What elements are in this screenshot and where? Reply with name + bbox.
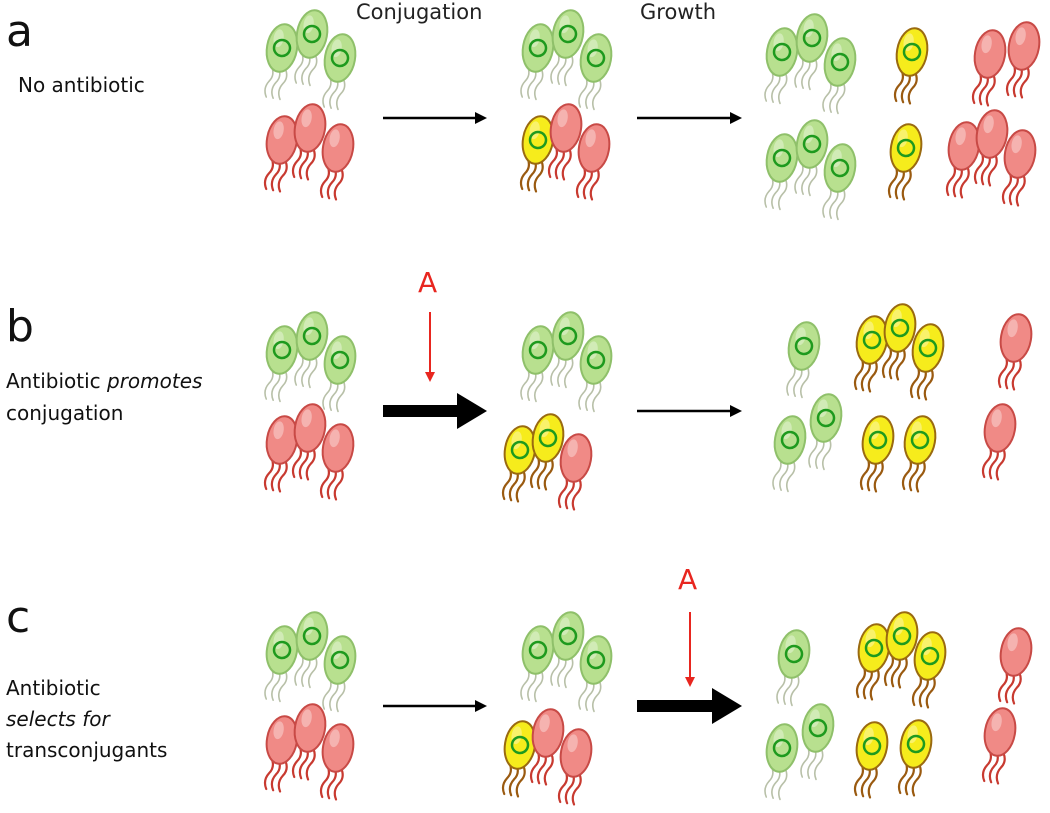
a-end-recip2	[1005, 21, 1041, 99]
a-end-donor1-2	[822, 37, 857, 115]
arrow-c-conjugation	[383, 700, 487, 712]
panel-letter-a: a	[6, 6, 33, 57]
c-end-trans1-2	[911, 631, 947, 709]
b-start-donor-1	[294, 311, 329, 389]
a-end-donor2-0	[764, 133, 799, 211]
b-end-donor2	[772, 415, 807, 493]
a-start-donor-1	[294, 9, 329, 87]
b-end-recip1	[997, 313, 1033, 391]
cell-layer	[263, 9, 1041, 806]
antibiotic-arrow-c	[685, 612, 695, 687]
arrow-a-growth	[637, 112, 742, 124]
arrow-c-growth	[637, 688, 742, 724]
b-mid-mix-2	[557, 433, 593, 511]
c-start-recipient-1	[291, 703, 327, 781]
b-mid-donor-0	[520, 325, 555, 403]
arrow-b-growth	[637, 405, 742, 417]
c-end-trans2	[853, 721, 889, 799]
b-start-donor-0	[264, 325, 299, 403]
a-mid-donor-1	[550, 9, 585, 87]
b-start-donor-2	[322, 335, 357, 413]
c-end-recip1	[997, 627, 1033, 705]
panel-b-desc-italic: promotes	[106, 369, 202, 393]
c-end-recip2	[981, 707, 1017, 785]
panel-a-desc-line: No antibiotic	[18, 73, 145, 97]
arrow-b-conjugation	[383, 393, 487, 429]
b-mid-mix-0	[501, 425, 537, 503]
panel-c-desc-line3: transconjugants	[6, 738, 167, 762]
c-mid-donor-1	[550, 611, 585, 689]
panel-c-desc-line1: Antibiotic	[6, 676, 101, 700]
a-mid-recipient-2	[575, 123, 611, 201]
arrow-a-conjugation	[383, 112, 487, 124]
c-start-donor-1	[294, 611, 329, 689]
a-start-recipient-1	[291, 103, 327, 181]
b-start-recipient-2	[319, 423, 355, 501]
b-end-trans1-1	[881, 303, 917, 381]
b-start-recipient-1	[291, 403, 327, 481]
a-mid-donor-2	[578, 33, 613, 111]
b-end-trans2	[859, 415, 895, 493]
a-end-trans2	[887, 123, 923, 201]
a-start-donor-2	[322, 33, 357, 111]
panel-letter-c: c	[6, 592, 30, 643]
panel-c-desc-italic: selects for	[6, 707, 111, 731]
b-mid-donor-1	[550, 311, 585, 389]
b-end-recip2	[981, 403, 1017, 481]
growth-label: Growth	[640, 0, 716, 24]
b-end-trans1-2	[909, 323, 945, 401]
c-mid-mix-2	[557, 728, 593, 806]
a-mid-donor-0	[520, 23, 555, 101]
c-start-donor-2	[322, 635, 357, 713]
c-end-donor3	[800, 703, 835, 781]
a-start-recipient-2	[319, 123, 355, 201]
b-end-trans3	[901, 415, 937, 493]
antibiotic-label-c: A	[678, 563, 697, 596]
b-end-donor1	[786, 321, 821, 399]
antibiotic-arrow-b	[425, 312, 435, 382]
c-mid-mix-1	[529, 708, 565, 786]
arrow-layer	[383, 112, 742, 724]
panel-c-description: Antibiotic selects for transconjugants	[6, 676, 167, 762]
panel-b-desc-part: Antibiotic	[6, 369, 107, 393]
panel-a-description: No antibiotic	[18, 73, 145, 97]
c-end-donor1	[776, 629, 811, 707]
a-start-donor-0	[264, 23, 299, 101]
a-end-recip3-2	[1001, 129, 1037, 207]
c-start-recipient-0	[263, 715, 299, 793]
c-end-trans3	[897, 719, 933, 797]
a-end-trans1	[893, 27, 929, 105]
a-end-recip1	[971, 29, 1007, 107]
b-mid-donor-2	[578, 335, 613, 413]
c-mid-mix-0	[501, 720, 537, 798]
a-mid-recipient-1	[547, 103, 583, 181]
b-mid-mix-1	[529, 413, 565, 491]
a-end-donor2-2	[822, 143, 857, 221]
a-end-donor2-1	[794, 119, 829, 197]
c-end-trans1-0	[855, 623, 891, 701]
c-start-recipient-2	[319, 723, 355, 801]
c-start-donor-0	[264, 625, 299, 703]
a-end-donor1-0	[764, 27, 799, 105]
c-end-donor2	[764, 723, 799, 801]
c-end-trans1-1	[883, 611, 919, 689]
a-end-recip3-0	[945, 121, 981, 199]
conjugation-label: Conjugation	[356, 0, 482, 24]
a-end-recip3-1	[973, 109, 1009, 187]
b-end-donor3	[808, 393, 843, 471]
panel-letter-b: b	[6, 301, 34, 352]
c-mid-donor-2	[578, 635, 613, 713]
panel-b-description: Antibiotic promotes conjugation	[6, 369, 209, 425]
c-mid-donor-0	[520, 625, 555, 703]
a-end-donor1-1	[794, 13, 829, 91]
panel-b-desc-line2: conjugation	[6, 401, 123, 425]
antibiotic-label-b: A	[418, 266, 437, 299]
